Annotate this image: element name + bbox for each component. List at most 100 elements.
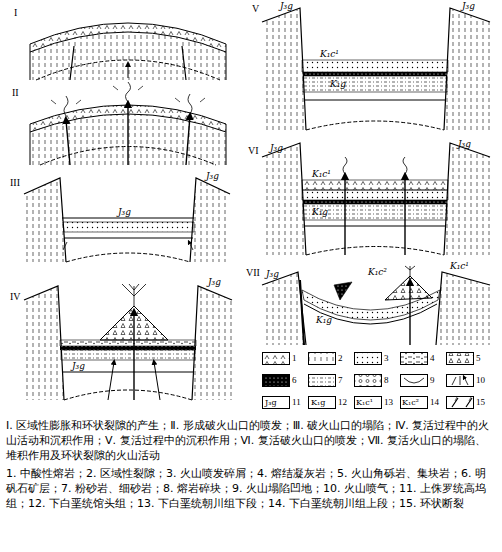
legend-number: 9	[430, 374, 435, 387]
stage-numeral: I	[14, 8, 17, 18]
legend-swatch	[262, 352, 290, 365]
stage-6-section-part	[404, 176, 405, 255]
stage-4-section-part	[62, 372, 194, 373]
legend-number: 13	[384, 396, 393, 409]
stage-5-section-part	[262, 8, 306, 130]
formation-label: J₃g	[118, 208, 131, 217]
formation-label: J₃g	[280, 2, 293, 11]
legend-samples-part	[355, 353, 381, 364]
legend-swatch	[400, 352, 428, 365]
stage-6-section-part	[302, 180, 448, 190]
legend-samples-part	[309, 375, 335, 386]
stage-numeral: IV	[10, 292, 21, 302]
legend-formation: J₃g	[265, 399, 277, 407]
legend-number: 1	[292, 352, 297, 365]
legend-swatch	[262, 374, 290, 387]
stage-4-section-part	[133, 312, 134, 400]
stage-4-section-part	[60, 346, 196, 350]
stage-7-section	[262, 266, 490, 345]
stage-5-section-part	[303, 76, 447, 92]
stage-3-section-part	[62, 218, 194, 219]
stage-6-section-part	[306, 247, 444, 256]
stage-5-section-part	[302, 60, 448, 72]
stage-4-section-part	[122, 284, 146, 306]
legend-swatch	[308, 374, 336, 387]
formation-label: J₃g	[208, 278, 221, 287]
legend-samples-part	[263, 353, 289, 364]
legend-number: 12	[338, 396, 347, 409]
stage-3-section-part	[24, 178, 66, 262]
formation-label: J₃g	[266, 270, 279, 279]
legend-swatch	[446, 374, 474, 387]
legend-samples-part	[452, 398, 472, 407]
formation-label: J₃g	[458, 140, 471, 149]
legend-number: 8	[384, 374, 389, 387]
stage-6-section	[262, 143, 490, 255]
stage-1-section	[30, 23, 226, 80]
stage-3-section-part	[63, 222, 194, 232]
legend-swatch	[354, 352, 382, 365]
stage-numeral: III	[10, 178, 20, 188]
stage-4-section-part	[60, 340, 196, 346]
stage-numeral: VII	[246, 268, 260, 278]
stage-7-section-part	[405, 266, 415, 276]
legend-number: 7	[338, 374, 343, 387]
stage-4-section-part	[154, 362, 160, 400]
formation-label: J₃g	[462, 2, 475, 11]
stage-6-section-part	[262, 143, 306, 255]
stage-6-section-part	[262, 143, 306, 255]
stage-7-section-part	[304, 304, 437, 324]
legend-swatch	[308, 352, 336, 365]
stage-1-section-part	[30, 32, 226, 80]
legend-number: 10	[476, 374, 485, 387]
legend-samples-part	[452, 376, 468, 385]
stage-2-section-part	[186, 116, 190, 165]
stage-6-section-part	[303, 200, 447, 204]
stage-7-section-part	[262, 272, 306, 345]
stage-2-section-part	[66, 120, 70, 165]
stage-numeral: V	[252, 4, 259, 14]
legend-samples-part	[263, 375, 289, 386]
stage-3-section-part	[63, 242, 193, 250]
stage-numeral: VI	[248, 146, 259, 156]
formation-label: K₁g	[312, 208, 328, 217]
stage-6-section-part	[304, 226, 446, 227]
stage-1-section-part	[30, 52, 226, 80]
formation-label: J₃g	[72, 362, 85, 371]
formation-label: K₁c²	[368, 268, 387, 277]
figure-caption: Ⅰ. 区域性膨胀和环状裂隙的产生；Ⅱ. 形成破火山口的喷发；Ⅲ. 破火山口的塌陷…	[6, 418, 496, 463]
stage-numeral: II	[12, 88, 19, 98]
legend-formation: K₁c¹	[356, 399, 373, 407]
legend-formation: K₁c²	[402, 399, 419, 407]
stage-5-section-part	[306, 121, 444, 130]
stage-5-section	[262, 8, 490, 130]
stage-4-section-part	[192, 286, 232, 400]
formation-label: J₃g	[270, 144, 283, 153]
stage-7-section-part	[436, 272, 490, 345]
stage-6-section-part	[444, 143, 490, 255]
legend-number: 11	[292, 396, 301, 409]
legend-samples-part	[447, 353, 473, 364]
legend-swatch	[446, 352, 474, 365]
legend-number: 14	[430, 396, 439, 409]
stage-4-section-part	[108, 362, 114, 400]
stage-3-section-part	[24, 178, 66, 262]
legend-number: 5	[476, 352, 481, 365]
stage-5-section-part	[444, 8, 490, 130]
stage-7-section-part	[409, 282, 410, 345]
legend-formation: K₁g	[311, 399, 325, 407]
stage-6-section-part	[343, 157, 407, 174]
stage-5-section-part	[444, 8, 490, 130]
stage-4-section-part	[64, 390, 192, 400]
stage-7-section-part	[385, 276, 432, 300]
stage-1-section-part	[36, 60, 220, 80]
legend-swatch	[400, 374, 428, 387]
stage-4-section-part	[24, 286, 64, 400]
legend-number: 2	[338, 352, 343, 365]
stage-6-section-part	[303, 204, 447, 220]
stage-5-section-part	[304, 100, 446, 101]
legend-number: 15	[476, 396, 485, 409]
stage-6-section-part	[302, 190, 448, 200]
